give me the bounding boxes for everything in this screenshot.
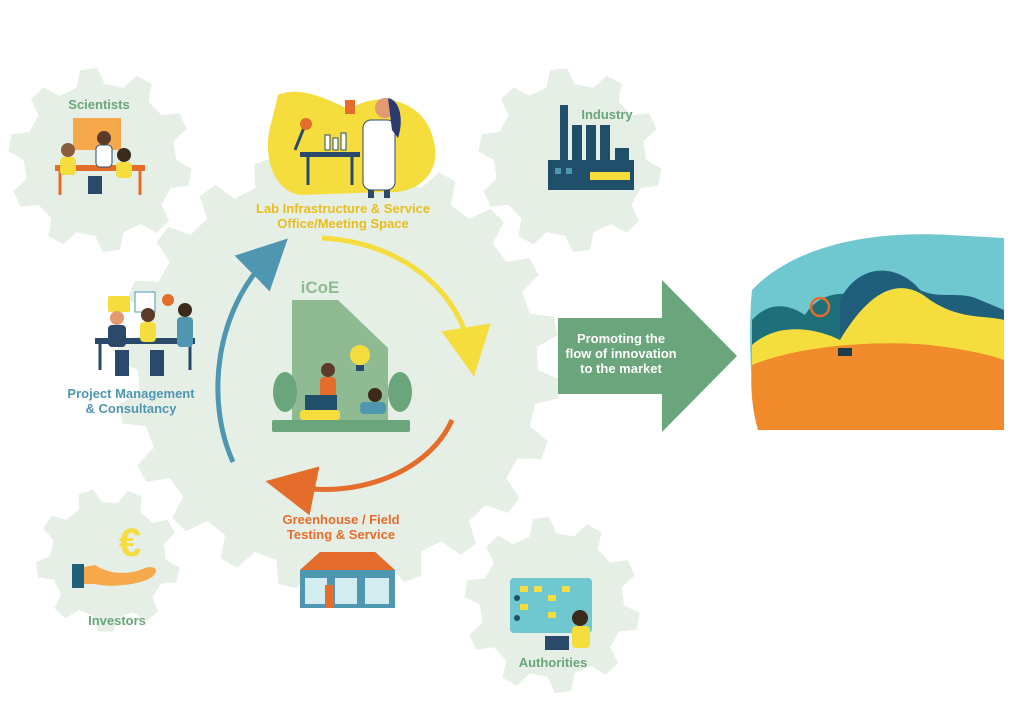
icoe-building [272, 300, 412, 432]
gear-investors [36, 489, 180, 632]
industry-illustration [548, 105, 634, 190]
label-greenhouse: Greenhouse / Field Testing & Service [268, 512, 414, 542]
cycle-arrow-yellow [321, 235, 491, 377]
cycle-arrow-orange [265, 418, 455, 516]
greenhouse-illustration [300, 552, 395, 608]
arrow-text: Promoting the flow of innovation to the … [560, 331, 682, 376]
innovation-arrow [558, 280, 737, 432]
label-pm-line2: & Consultancy [85, 401, 177, 416]
lab-illustration [267, 91, 436, 198]
label-scientists: Scientists [68, 97, 130, 112]
cycle-arrow-blue [215, 238, 288, 464]
arrow-line3: to the market [580, 361, 662, 376]
landscape-illustration [750, 234, 1004, 430]
label-investors: Investors [88, 613, 146, 628]
pm-illustration [95, 291, 195, 376]
arrow-line1: Promoting the [576, 331, 666, 346]
label-greenhouse-line2: Testing & Service [286, 527, 396, 542]
arrow-line2: flow of innovation [565, 346, 677, 361]
label-industry: Industry [581, 107, 633, 122]
scientists-illustration [55, 118, 145, 195]
euro-icon: € [118, 521, 142, 565]
label-pm-line1: Project Management [67, 386, 195, 401]
gear-investors-shape [36, 489, 180, 632]
label-icoe: iCoE [300, 278, 340, 297]
label-greenhouse-line1: Greenhouse / Field [282, 512, 400, 527]
label-project-management: Project Management & Consultancy [58, 386, 204, 416]
label-lab-infrastructure: Lab Infrastructure & Service Office/Meet… [238, 201, 448, 231]
authorities-illustration [510, 578, 592, 650]
label-lab-line2: Office/Meeting Space [277, 216, 409, 231]
investors-illustration [72, 564, 156, 588]
label-authorities: Authorities [518, 655, 588, 670]
label-lab-line1: Lab Infrastructure & Service [255, 201, 431, 216]
